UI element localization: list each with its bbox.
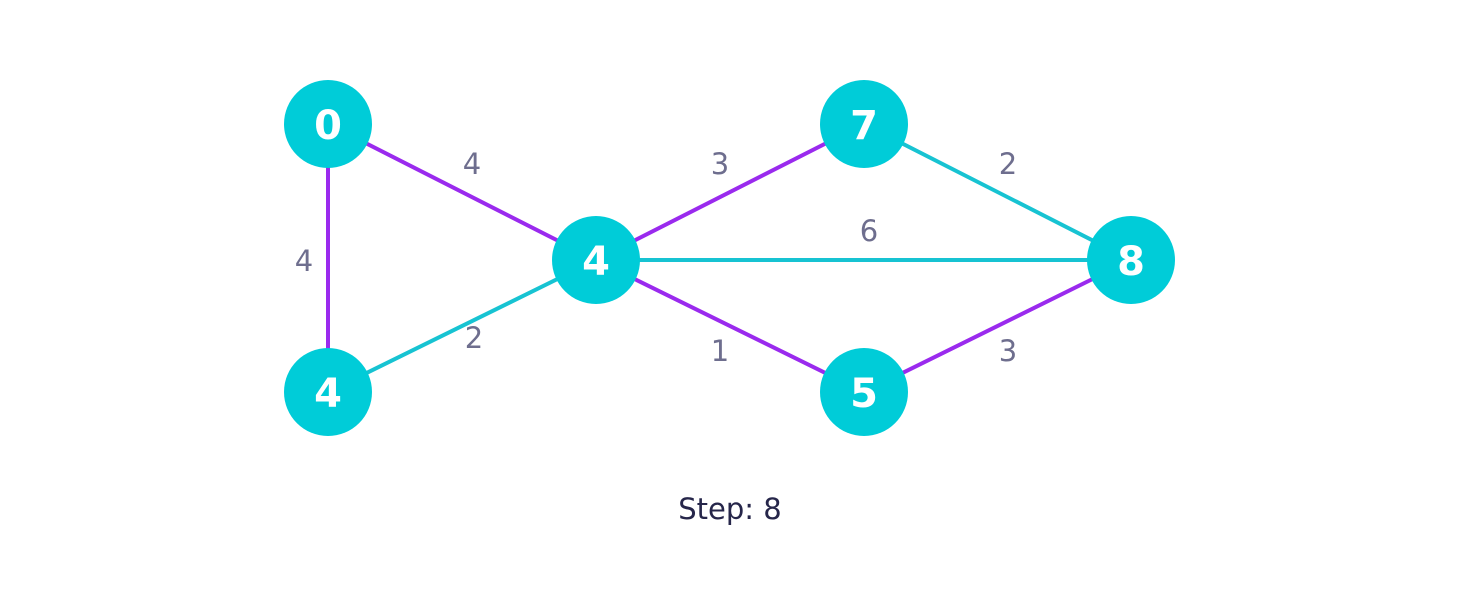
edge-weight-label: 1 bbox=[711, 334, 729, 368]
node-circle bbox=[552, 216, 640, 304]
step-label: Step: 8 bbox=[678, 492, 781, 526]
node-circle bbox=[820, 80, 908, 168]
node-circle bbox=[284, 348, 372, 436]
graph-node: 8 bbox=[1087, 216, 1175, 304]
edge-weight-label: 6 bbox=[860, 214, 878, 248]
node-circle bbox=[820, 348, 908, 436]
edge-weight-label: 4 bbox=[295, 244, 313, 278]
edge-weight-label: 3 bbox=[711, 147, 729, 181]
graph-node: 4 bbox=[552, 216, 640, 304]
edge-weight-label: 2 bbox=[999, 147, 1017, 181]
edge-a-c bbox=[326, 122, 598, 262]
node-circle bbox=[1087, 216, 1175, 304]
edge-c-d bbox=[594, 122, 866, 262]
node-label: 7 bbox=[850, 103, 878, 149]
edges-layer bbox=[326, 122, 1133, 394]
edge-labels-layer: 4 4 2 3 6 1 2 3 bbox=[295, 147, 1017, 368]
graph-node: 5 bbox=[820, 348, 908, 436]
graph-node: 0 bbox=[284, 80, 372, 168]
nodes-layer: 0 4 4 7 5 8 bbox=[284, 80, 1175, 436]
edge-b-c bbox=[326, 258, 598, 394]
graph-node: 7 bbox=[820, 80, 908, 168]
node-label: 4 bbox=[582, 239, 610, 285]
node-circle bbox=[284, 80, 372, 168]
node-label: 4 bbox=[314, 371, 342, 417]
edge-weight-label: 2 bbox=[465, 321, 483, 355]
edge-e-f bbox=[862, 258, 1133, 394]
graph-node: 4 bbox=[284, 348, 372, 436]
node-label: 5 bbox=[850, 371, 878, 417]
edge-weight-label: 3 bbox=[999, 334, 1017, 368]
edge-weight-label: 4 bbox=[463, 147, 481, 181]
edge-c-e bbox=[594, 258, 866, 394]
node-label: 8 bbox=[1117, 239, 1145, 285]
edge-d-f bbox=[862, 122, 1133, 262]
node-label: 0 bbox=[314, 103, 342, 149]
